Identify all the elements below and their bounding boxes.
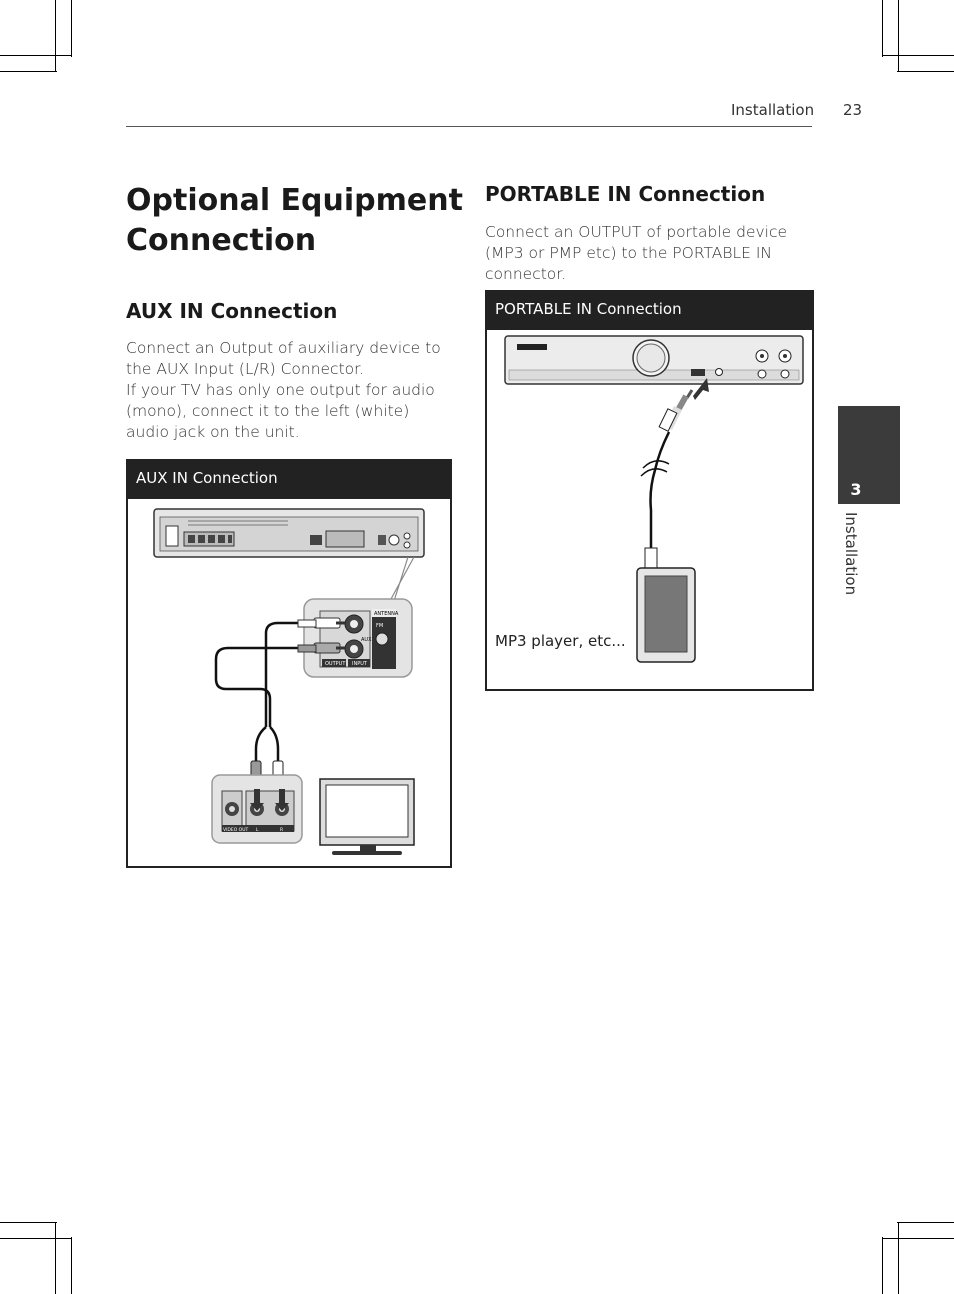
aux-heading: AUX IN Connection xyxy=(126,299,338,323)
crop-mark xyxy=(0,1222,57,1223)
aux-jack-callout: ANTENNA FM AUX OUTPUT INPUT xyxy=(303,598,413,678)
crop-mark xyxy=(882,55,954,56)
callout-fm-label: FM xyxy=(376,623,383,629)
crop-mark xyxy=(55,1222,56,1294)
mp3-player xyxy=(636,567,696,663)
crop-mark xyxy=(0,1238,72,1239)
crop-mark xyxy=(882,1238,954,1239)
tv-illustration xyxy=(319,778,415,855)
chapter-number: 3 xyxy=(850,480,862,499)
crop-mark xyxy=(898,1222,899,1294)
portable-figure: PORTABLE IN Connection xyxy=(485,290,814,691)
rca-cable xyxy=(214,621,314,761)
tv-left-label: L xyxy=(256,827,259,833)
tv-video-out-label: VIDEO OUT xyxy=(223,827,249,833)
mp3-caption: MP3 player, etc... xyxy=(495,632,626,650)
aux-figure-title: AUX IN Connection xyxy=(128,461,450,499)
callout-output-label: OUTPUT xyxy=(325,661,346,667)
unit-rear-panel xyxy=(153,508,425,558)
header-rule xyxy=(126,126,812,127)
portable-diagram: MP3 player, etc... xyxy=(495,335,804,663)
unit-front-panel xyxy=(504,335,804,385)
insert-arrow xyxy=(693,378,709,400)
portable-figure-title: PORTABLE IN Connection xyxy=(487,292,812,330)
crop-mark xyxy=(71,0,72,57)
callout-input-label: INPUT xyxy=(352,661,368,667)
aux-figure: AUX IN Connection ANTENNA xyxy=(126,459,452,868)
crop-mark xyxy=(0,71,57,72)
page-number: 23 xyxy=(843,101,863,119)
aux-paragraph-2: If your TV has only one output for audio… xyxy=(126,381,435,441)
portable-heading: PORTABLE IN Connection xyxy=(485,182,766,206)
crop-mark xyxy=(882,0,883,57)
crop-mark xyxy=(897,1222,954,1223)
chapter-tab xyxy=(838,406,900,504)
page-title: Optional Equipment Connection xyxy=(126,183,463,258)
portable-paragraph: Connect an OUTPUT of portable device (MP… xyxy=(485,223,788,283)
chapter-label-text: Installation xyxy=(842,512,860,596)
crop-mark xyxy=(898,0,899,72)
crop-mark xyxy=(0,55,72,56)
aux-diagram: ANTENNA FM AUX OUTPUT INPUT xyxy=(153,508,425,855)
tv-jack-panel: VIDEO OUT L R xyxy=(211,774,303,844)
tv-right-label: R xyxy=(280,827,283,833)
portable-plug-upper xyxy=(658,389,694,432)
callout-aux-label: AUX xyxy=(361,637,372,643)
chapter-tab-label: Installation xyxy=(838,512,870,602)
crop-mark xyxy=(882,1237,883,1294)
crop-mark xyxy=(71,1237,72,1294)
aux-paragraph-1: Connect an Output of auxiliary device to… xyxy=(126,339,441,378)
crop-mark xyxy=(55,0,56,72)
running-header-section: Installation xyxy=(731,101,815,119)
audio-cable xyxy=(649,431,671,548)
callout-antenna-label: ANTENNA xyxy=(374,611,399,617)
crop-mark xyxy=(897,71,954,72)
